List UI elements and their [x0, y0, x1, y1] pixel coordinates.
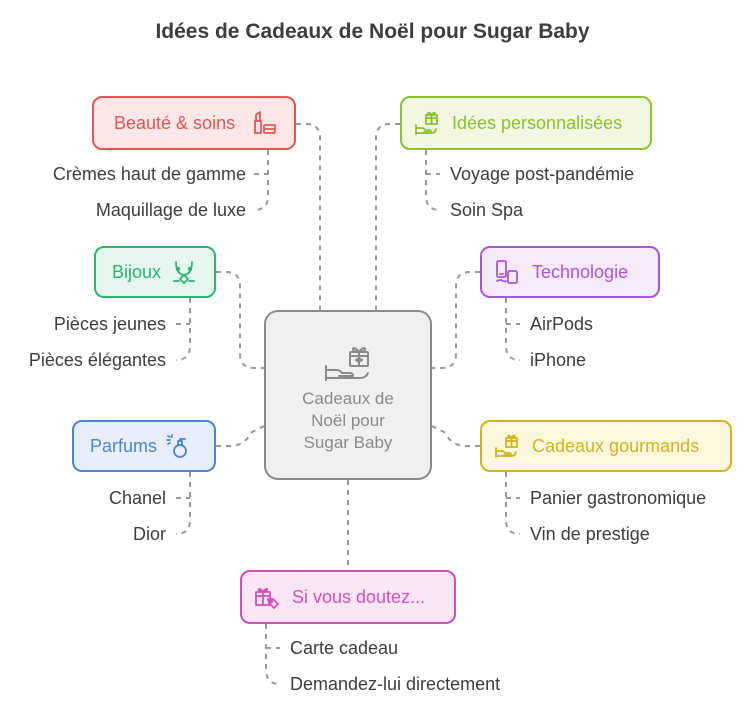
leaf-item: Soin Spa: [450, 200, 524, 220]
leaf-item: Dior: [132, 524, 166, 544]
hand-gift-icon: [325, 347, 369, 381]
leaf-connector-bijoux: [175, 298, 191, 361]
leaf-connector-technologie: [505, 298, 521, 361]
gift-tag-icon: [255, 587, 279, 609]
leaf-connector-beaute: [253, 150, 269, 211]
category-label: Cadeaux gourmands: [532, 435, 700, 456]
leaf-item: Carte cadeau: [290, 638, 399, 658]
perfume-bottle-icon: [166, 434, 187, 458]
leaf-connector-parfums: [175, 472, 191, 535]
category-label: Bijoux: [112, 261, 162, 282]
connector-parfums: [216, 425, 265, 447]
category-label: Beauté & soins: [114, 112, 236, 133]
leaf-item: Demandez-lui directement: [290, 674, 501, 694]
category-label: Si vous doutez...: [292, 586, 426, 607]
diagram-title: Idées de Cadeaux de Noël pour Sugar Baby: [155, 20, 590, 43]
leaf-item: iPhone: [530, 350, 587, 370]
category-parfums: Parfums: [72, 420, 216, 472]
hand-gift-icon: [495, 434, 518, 458]
leaf-item: AirPods: [530, 314, 594, 334]
center-label: Cadeaux de Noël pour Sugar Baby: [302, 389, 394, 452]
category-gourmands: Cadeaux gourmands: [480, 420, 732, 472]
leaf-item: Panier gastronomique: [530, 488, 707, 508]
leaf-item: Chanel: [108, 488, 166, 508]
devices-icon: [496, 260, 518, 284]
connector-gourmands: [431, 425, 480, 447]
leaf-connector-doutez: [265, 624, 281, 685]
connector-beaute: [296, 123, 321, 310]
category-bijoux: Bijoux: [94, 246, 216, 298]
category-label: Parfums: [90, 435, 158, 456]
leaf-item: Crèmes haut de gamme: [52, 164, 246, 184]
leaf-item: Pièces jeunes: [53, 314, 166, 334]
connector-personnalisees: [375, 123, 400, 310]
category-label: Technologie: [532, 261, 629, 282]
leaf-item: Maquillage de luxe: [95, 200, 246, 220]
category-beaute: Beauté & soins: [92, 96, 296, 150]
category-label: Idées personnalisées: [452, 112, 623, 133]
necklace-icon: [173, 261, 195, 284]
leaf-item: Vin de prestige: [530, 524, 650, 544]
category-doutez: Si vous doutez...: [240, 570, 456, 624]
hand-gift-icon: [415, 111, 438, 135]
leaf-connector-personnalisees: [425, 150, 441, 211]
leaf-connector-gourmands: [505, 472, 521, 535]
category-personnalisees: Idées personnalisées: [400, 96, 652, 150]
leaf-item: Voyage post-pandémie: [450, 164, 635, 184]
leaf-item: Pièces élégantes: [28, 350, 166, 370]
lipstick-icon: [254, 111, 276, 134]
connector-technologie: [432, 271, 480, 369]
category-technologie: Technologie: [480, 246, 660, 298]
center-node: Cadeaux de Noël pour Sugar Baby: [264, 310, 432, 480]
connector-bijoux: [216, 271, 264, 369]
